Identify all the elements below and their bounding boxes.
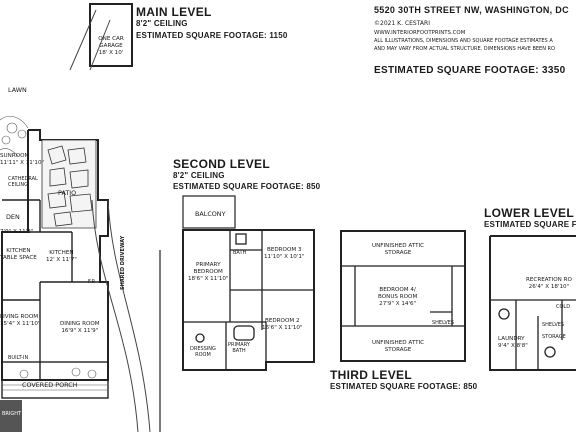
room-cathedral: CATHEDRAL CEILING	[8, 176, 38, 189]
second-level-title: SECOND LEVEL	[173, 157, 270, 171]
room-table-space: KITCHEN TABLE SPACE	[0, 248, 37, 261]
room-porch: COVERED PORCH	[22, 381, 78, 389]
room-bedroom-4: BEDROOM 4/ BONUS ROOM 27'9" X 14'6"	[378, 287, 418, 307]
driveway-label: SHARED DRIVEWAY	[120, 235, 126, 290]
room-cold: COLD	[556, 304, 571, 310]
room-primary-bath: PRIMARY BATH	[228, 342, 250, 355]
third-outline	[340, 230, 466, 362]
third-inner-walls	[341, 265, 465, 327]
walkway-curve	[91, 199, 151, 432]
listing-badge: BRIGHT	[0, 400, 22, 432]
main-inner-walls	[2, 199, 100, 380]
room-primary-bedroom: PRIMARY BEDROOM 18'6" X 11'10"	[188, 262, 229, 282]
listing-badge-text: BRIGHT	[2, 411, 22, 417]
lower-level-sqft: ESTIMATED SQUARE FO	[484, 220, 576, 229]
lower-outline	[489, 235, 576, 371]
disclaimer-line-2: AND MAY VARY FROM ACTUAL STRUCTURE. DIME…	[374, 46, 555, 52]
room-dining: DINING ROOM 16'9" X 11'9"	[60, 321, 100, 334]
copyright-text: ©2021 K. CESTARI	[374, 20, 430, 27]
garage-outline	[89, 3, 133, 67]
room-living: LIVING ROOM 15'4" X 11'10"	[0, 314, 41, 327]
address-text: 5520 30TH STREET NW, WASHINGTON, DC	[374, 5, 569, 15]
second-level-sqft: ESTIMATED SQUARE FOOTAGE: 850	[173, 182, 321, 191]
second-inner-walls	[183, 230, 314, 370]
total-sqft-text: ESTIMATED SQUARE FOOTAGE: 3350	[374, 65, 566, 76]
third-level-sqft: ESTIMATED SQUARE FOOTAGE: 850	[330, 382, 478, 391]
room-patio: PATIO	[58, 189, 77, 197]
room-dressing: DRESSING ROOM	[190, 346, 216, 359]
lower-inner-walls	[490, 299, 576, 370]
room-attic-top: UNFINISHED ATTIC STORAGE	[372, 243, 425, 256]
room-den-dim: 7'9" X 11'3"	[0, 229, 34, 235]
fireplace-label: F.P.	[88, 279, 96, 285]
disclaimer-line-1: ALL ILLUSTRATIONS, DIMENSIONS AND SQUARE…	[374, 38, 553, 44]
room-laundry: LAUNDRY 9'4" X 8'8"	[498, 336, 528, 349]
room-storage: STORAGE	[542, 334, 566, 340]
main-level-ceiling: 8'2" CEILING	[136, 19, 188, 28]
room-bath: BATH	[233, 250, 247, 256]
main-level-sqft: ESTIMATED SQUARE FOOTAGE: 1150	[136, 31, 288, 40]
main-level-title: MAIN LEVEL	[136, 5, 212, 19]
room-bedroom-2: BEDROOM 2 16'6" X 11'10"	[262, 318, 303, 331]
lower-shelves-label: SHELVES	[542, 322, 565, 328]
room-garage: ONE CAR GARAGE 18' X 10'	[98, 36, 124, 56]
porch-outline	[1, 361, 109, 399]
third-level-title: THIRD LEVEL	[330, 368, 412, 382]
room-kitchen: KITCHEN 12' X 11'7"	[46, 250, 77, 263]
third-shelves-label: SHELVES	[432, 320, 455, 326]
balcony-outline	[182, 195, 236, 229]
second-level-ceiling: 8'2" CEILING	[173, 171, 225, 180]
room-attic-bottom: UNFINISHED ATTIC STORAGE	[372, 340, 425, 353]
built-in-label: BUILT-IN	[8, 355, 29, 361]
room-lawn: LAWN	[8, 86, 27, 94]
patio-stones	[41, 139, 97, 229]
lawn-path	[69, 9, 111, 71]
planter-hatch	[0, 116, 108, 391]
room-balcony: BALCONY	[195, 210, 226, 218]
room-bedroom-3: BEDROOM 3 11'10" X 10'1"	[264, 247, 305, 260]
room-recreation: RECREATION RO 26'4" X 18'10"	[526, 277, 572, 290]
lower-level-title: LOWER LEVEL	[484, 206, 574, 220]
website-link[interactable]: WWW.INTERIORFOOTPRINTS.COM	[374, 30, 466, 36]
room-den: DEN	[6, 213, 20, 221]
room-sunroom: SUNROOM 11'11" X 11'10"	[0, 153, 45, 166]
